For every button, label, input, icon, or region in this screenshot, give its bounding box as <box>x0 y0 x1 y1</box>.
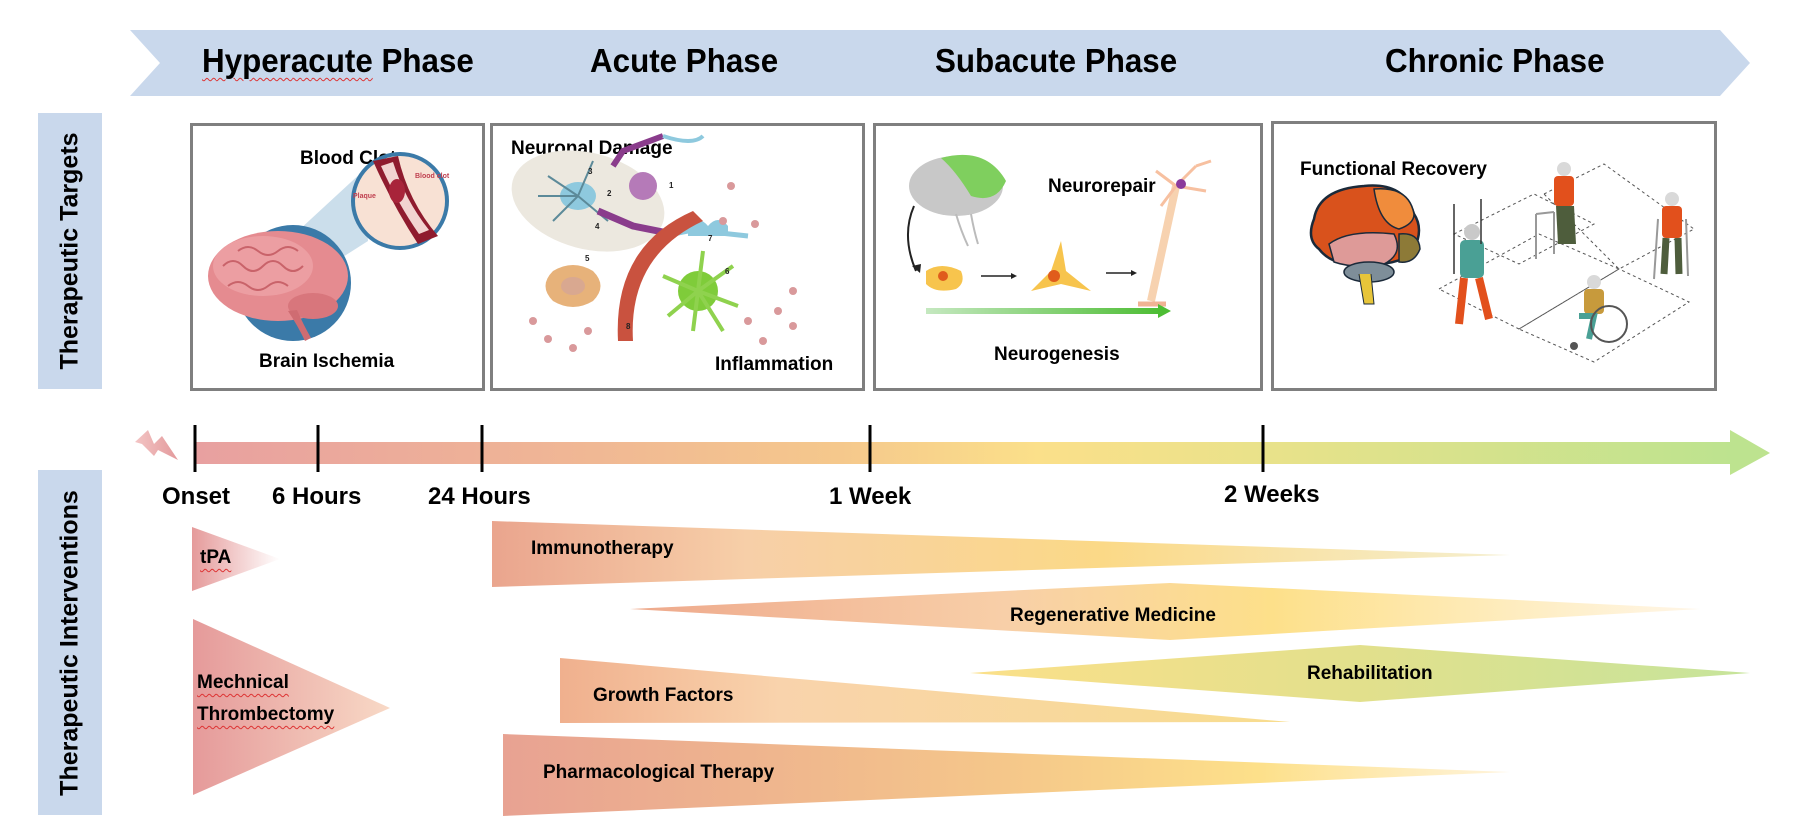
crutches-icon <box>1653 218 1689 280</box>
synapse-icon <box>688 220 728 236</box>
therapeutic-interventions-text: Therapeutic Interventions <box>55 489 84 796</box>
intervention-thrombectomy-shape <box>193 619 390 795</box>
target-box-hyperacute: Blood Clot Plaque Blood clot Brain Ische… <box>190 123 485 391</box>
intervention-rehabilitation-label: Rehabilitation <box>1307 663 1433 684</box>
therapeutic-targets-label: Therapeutic Targets <box>38 113 102 389</box>
target-box-chronic: Functional Recovery <box>1271 121 1717 391</box>
timeline <box>135 425 1770 475</box>
phase-hyperacute: Hyperacute Phase <box>202 42 474 79</box>
svg-text:2: 2 <box>607 189 612 198</box>
lightning-icon <box>135 430 178 460</box>
svg-text:8: 8 <box>626 322 631 331</box>
plaque-label: Plaque <box>353 193 376 200</box>
intervention-thrombectomy-label-line1: Mechnical <box>197 672 289 693</box>
brain-icon <box>909 154 1006 247</box>
microglia-icon <box>662 250 739 333</box>
macrophage-icon <box>545 265 601 307</box>
cytokine-icon <box>529 182 797 352</box>
tick-label-onset: Onset <box>162 483 231 510</box>
therapeutic-interventions-label: Therapeutic Interventions <box>38 470 102 815</box>
walker-icon <box>1535 211 1555 259</box>
intervention-growth-factors-label: Growth Factors <box>593 685 734 706</box>
intervention-immunotherapy-shape <box>492 521 1510 587</box>
svg-text:3: 3 <box>588 167 593 176</box>
intervention-pharmacological-label: Pharmacological Therapy <box>543 762 775 783</box>
curved-arrow-icon <box>906 205 917 272</box>
target-box-acute: Neuronal Damage <box>490 123 865 391</box>
brain-icon <box>208 231 348 341</box>
wheelchair-icon <box>1590 305 1628 343</box>
intervention-pharmacological-shape <box>503 734 1510 816</box>
svg-text:4: 4 <box>595 222 600 231</box>
intervention-thrombectomy-label-line2: Thrombectomy <box>197 704 335 725</box>
mature-neuron-icon <box>1138 159 1212 314</box>
intervention-tpa-shape <box>192 527 280 591</box>
intervention-growth-factors-shape <box>560 658 1290 723</box>
intervention-regenerative-shape <box>630 583 1700 640</box>
intervention-tpa-label: tPA <box>200 547 232 568</box>
interventions-area <box>192 521 1750 816</box>
phase-banner <box>130 30 1750 96</box>
label-inflammation: Inflammation <box>715 354 834 375</box>
cell-number-labels: 1 2 3 4 5 6 7 8 <box>585 167 730 331</box>
walker-patient-icon <box>1535 162 1576 259</box>
timeline-bar <box>195 442 1730 464</box>
stem-cell-icon <box>926 266 963 291</box>
target-box-subacute: Neurorepair <box>873 123 1263 391</box>
crutches-patient-icon <box>1653 192 1689 280</box>
label-neurogenesis: Neurogenesis <box>994 344 1120 365</box>
tick-label-24-hours: 24 Hours <box>428 483 531 510</box>
colored-brain-icon <box>1309 184 1421 305</box>
timeline-ticks <box>193 425 1265 472</box>
blood-vessel-icon <box>617 211 703 341</box>
blood-vessel-clot-icon: Plaque Blood clot <box>351 152 450 250</box>
intervention-rehabilitation-shape <box>970 645 1750 702</box>
neuroblast-icon <box>1031 241 1091 291</box>
label-neurorepair: Neurorepair <box>1048 176 1156 197</box>
svg-text:6: 6 <box>725 267 730 276</box>
svg-text:1: 1 <box>669 181 674 190</box>
phase-subacute: Subacute Phase <box>935 42 1178 79</box>
phase-chronic: Chronic Phase <box>1385 42 1605 79</box>
neurogenesis-arrow-icon <box>926 308 1161 314</box>
rehab-floor-grid-icon <box>1437 163 1695 363</box>
blood-clot-inset-label: Blood clot <box>415 173 450 180</box>
intervention-regenerative-label: Regenerative Medicine <box>1010 605 1216 626</box>
rehab-patient-harness-icon <box>1453 199 1493 325</box>
intervention-immunotherapy-label: Immunotherapy <box>531 538 674 559</box>
therapeutic-targets-text: Therapeutic Targets <box>55 132 84 370</box>
tick-label-1-week: 1 Week <box>829 483 912 510</box>
tick-label-2-weeks: 2 Weeks <box>1224 481 1320 508</box>
wheelchair-patient-icon <box>1570 275 1628 350</box>
tick-label-6-hours: 6 Hours <box>272 483 362 510</box>
svg-text:5: 5 <box>585 254 590 263</box>
label-functional-recovery: Functional Recovery <box>1300 159 1487 180</box>
label-brain-ischemia: Brain Ischemia <box>259 351 395 372</box>
phase-banner-arrow <box>130 30 1750 96</box>
timeline-arrowhead <box>1730 430 1770 475</box>
svg-text:7: 7 <box>708 234 713 243</box>
astrocyte-icon <box>538 160 609 222</box>
phase-acute: Acute Phase <box>590 42 779 79</box>
